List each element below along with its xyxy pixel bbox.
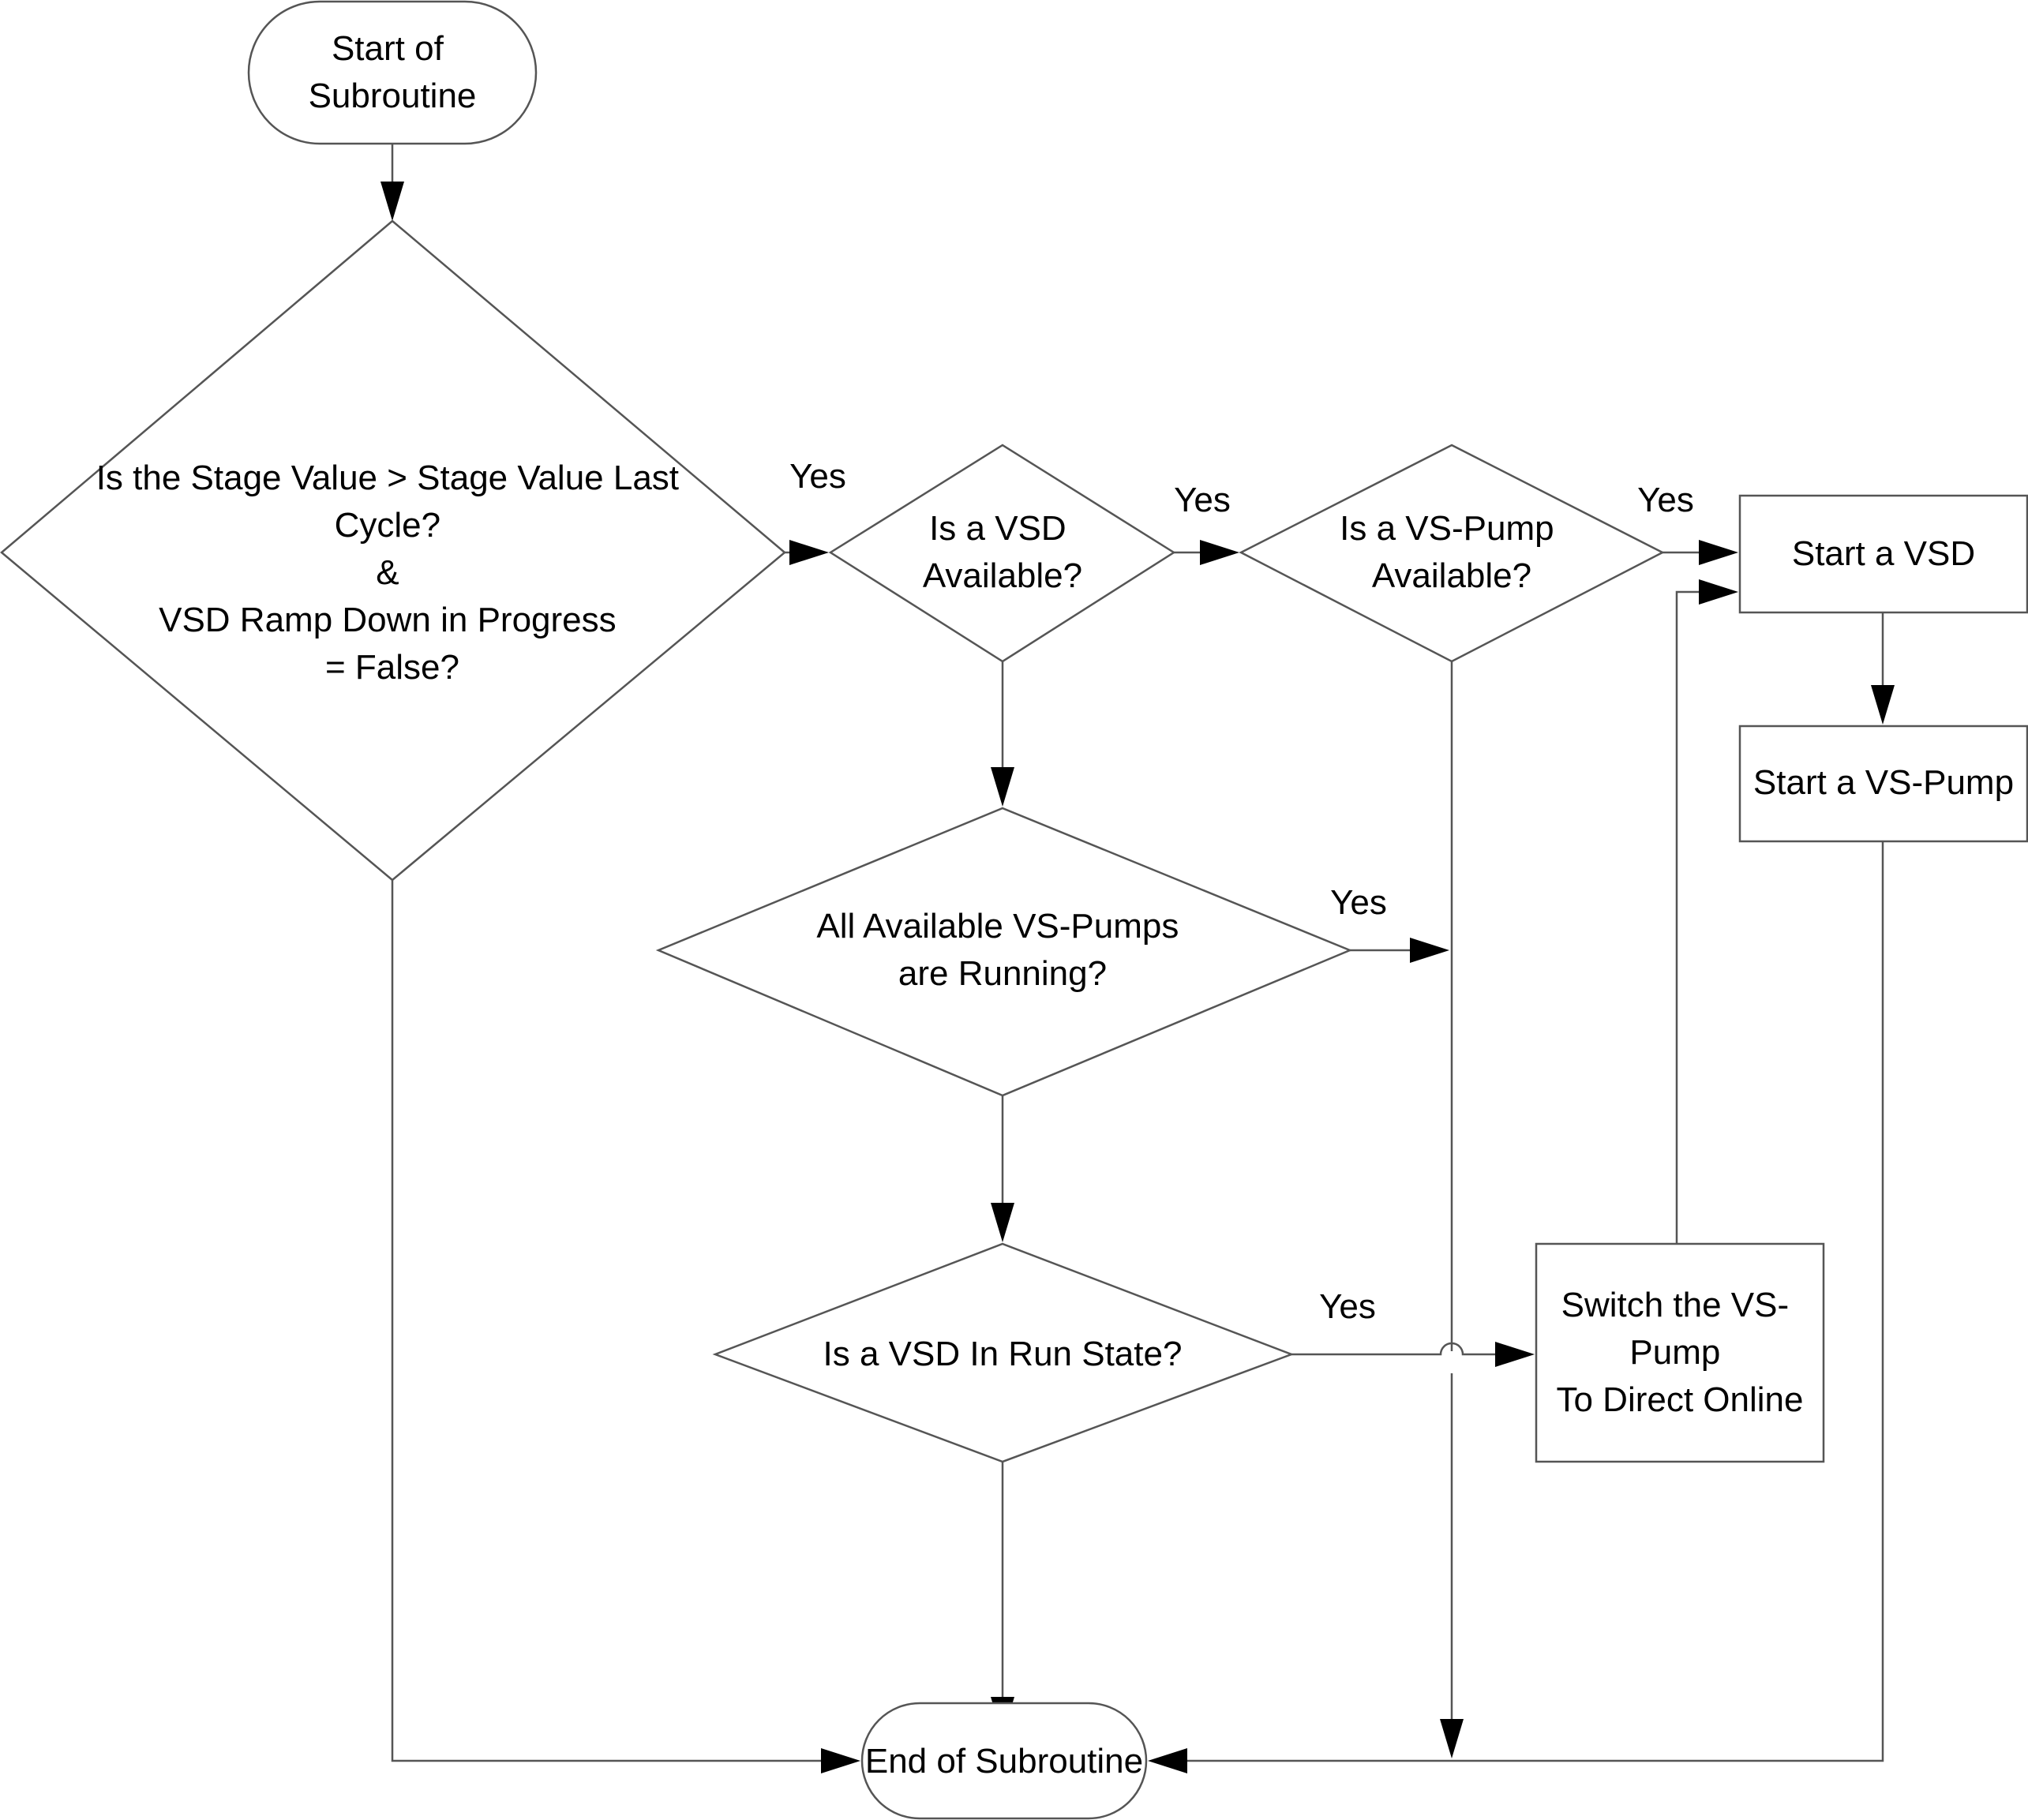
- arrowhead-vertical-to-end: [1440, 1719, 1464, 1758]
- arrowhead-to-start-vsd: [1699, 540, 1738, 565]
- arrowhead-pump-to-end: [1148, 1748, 1187, 1773]
- arrowhead-to-vs-pump-available: [1200, 540, 1239, 565]
- start-vsd-process: [1738, 494, 2028, 614]
- switch-pump-process: [1535, 1242, 1825, 1463]
- vsd-available-label: Is a VSD Available?: [923, 509, 1082, 595]
- edge-start-pump-to-end: [1187, 841, 1884, 1762]
- start-vsd-label: Start a VSD: [1792, 534, 1975, 573]
- start-terminator: [247, 0, 538, 145]
- run-state-yes-label: Yes: [1319, 1287, 1376, 1326]
- all-running-label: All Available VS-Pumps are Running?: [816, 907, 1188, 993]
- edge-switch-to-start-vsd: [1675, 590, 1699, 1244]
- stage-decision-diamond: [0, 219, 786, 882]
- arrowhead-to-all-running: [991, 767, 1014, 807]
- all-running-diamond: [655, 807, 1353, 1097]
- arrowhead-to-run-state: [991, 1203, 1014, 1242]
- vsd-available-diamond: [828, 444, 1176, 663]
- vs-pump-available-diamond: [1239, 444, 1665, 663]
- edge-run-state-yes: [1291, 1342, 1495, 1356]
- all-running-yes-label: Yes: [1330, 883, 1387, 922]
- arrowhead-to-switch-pump: [1495, 1342, 1535, 1367]
- arrowhead-stage-no-to-end: [821, 1748, 860, 1773]
- arrowhead-to-vsd-available: [789, 540, 829, 565]
- stage-decision-label: Is the Stage Value > Stage Value Last Cy…: [96, 459, 689, 687]
- arrowhead-to-start-vs-pump: [1871, 685, 1895, 725]
- arrowhead-switch-to-start-vsd: [1699, 579, 1738, 605]
- vsd-available-yes-label: Yes: [1174, 481, 1231, 519]
- start-label: Start of Subroutine: [309, 29, 477, 115]
- edge-stage-no: [391, 880, 821, 1762]
- arrowhead-to-stage: [380, 182, 404, 221]
- end-terminator: [860, 1702, 1148, 1820]
- vs-pump-available-label: Is a VS-Pump Available?: [1340, 509, 1564, 595]
- start-vs-pump-label: Start a VS-Pump: [1753, 763, 2014, 802]
- start-vs-pump-process: [1738, 725, 2028, 843]
- run-state-label: Is a VSD In Run State?: [823, 1335, 1183, 1373]
- switch-pump-label: Switch the VS- Pump To Direct Online: [1556, 1286, 1803, 1419]
- arrowhead-all-running-yes: [1410, 938, 1449, 963]
- run-state-diamond: [712, 1242, 1295, 1463]
- stage-yes-label: Yes: [789, 457, 846, 496]
- end-label: End of Subroutine: [865, 1742, 1143, 1781]
- vs-pump-available-yes-label: Yes: [1637, 481, 1694, 519]
